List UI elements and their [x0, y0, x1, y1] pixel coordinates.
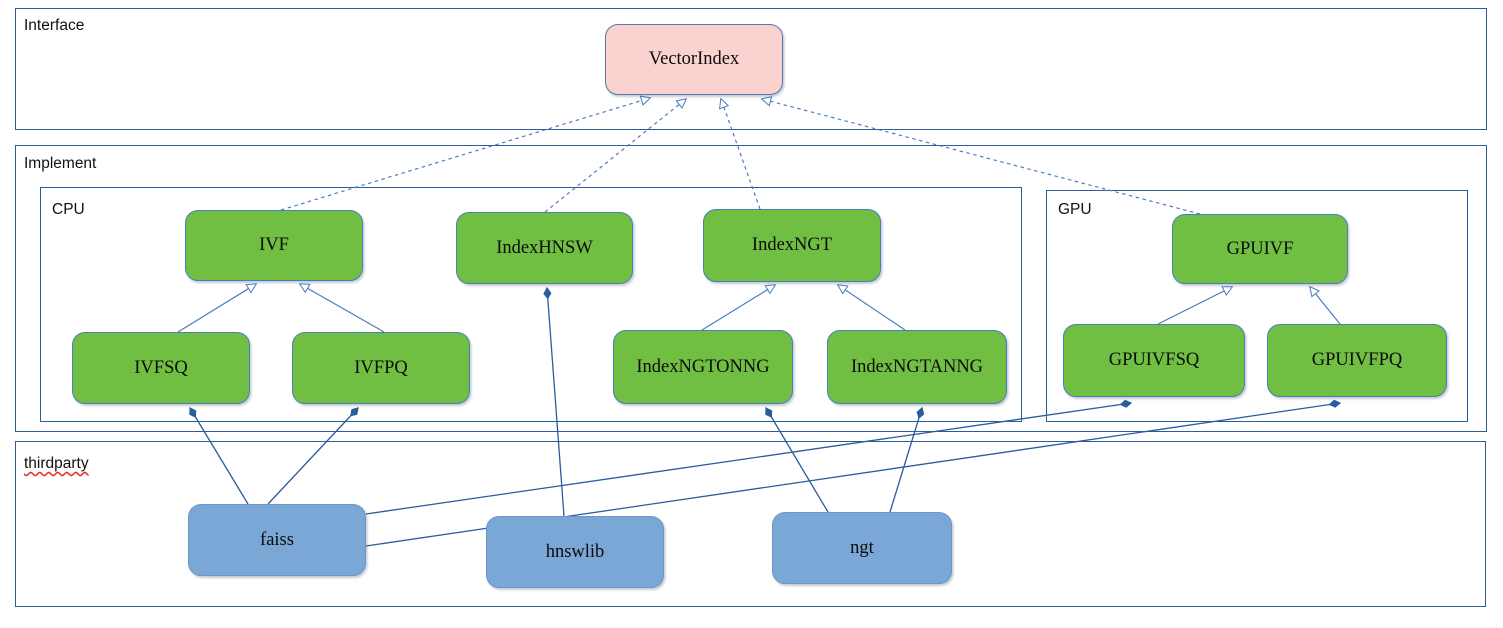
- group-label-interface: Interface: [24, 17, 85, 34]
- group-label-cpu: CPU: [52, 201, 85, 218]
- node-ngt[interactable]: ngt: [772, 512, 952, 584]
- node-label-ngt: ngt: [850, 537, 874, 558]
- node-ivfpq[interactable]: IVFPQ: [292, 332, 470, 404]
- node-faiss[interactable]: faiss: [188, 504, 366, 576]
- node-label-indexhnsw: IndexHNSW: [496, 237, 593, 258]
- node-label-faiss: faiss: [260, 529, 294, 550]
- node-indexngtanng[interactable]: IndexNGTANNG: [827, 330, 1007, 404]
- node-vectorindex[interactable]: VectorIndex: [605, 24, 783, 95]
- node-indexhnsw[interactable]: IndexHNSW: [456, 212, 633, 284]
- node-label-gpuivfsq: GPUIVFSQ: [1108, 350, 1200, 371]
- node-gpuivfsq[interactable]: GPUIVFSQ: [1063, 324, 1245, 397]
- node-ivf[interactable]: IVF: [185, 210, 363, 281]
- node-hnswlib[interactable]: hnswlib: [486, 516, 664, 588]
- node-label-indexngt: IndexNGT: [751, 235, 833, 256]
- node-label-gpuivf: GPUIVF: [1226, 238, 1294, 259]
- group-label-gpu: GPU: [1058, 201, 1092, 218]
- group-label-thirdparty: thirdparty: [24, 455, 89, 472]
- node-indexngtonng[interactable]: IndexNGTONNG: [613, 330, 793, 404]
- node-label-vectorindex: VectorIndex: [648, 49, 740, 70]
- node-label-hnswlib: hnswlib: [545, 541, 605, 562]
- node-gpuivf[interactable]: GPUIVF: [1172, 214, 1348, 284]
- node-gpuivfpq[interactable]: GPUIVFPQ: [1267, 324, 1447, 397]
- node-label-ivfpq: IVFPQ: [354, 357, 408, 378]
- node-ivfsq[interactable]: IVFSQ: [72, 332, 250, 404]
- node-label-indexngtonng: IndexNGTONNG: [636, 356, 770, 377]
- node-label-ivf: IVF: [259, 235, 289, 256]
- node-label-gpuivfpq: GPUIVFPQ: [1311, 350, 1403, 371]
- group-label-implement: Implement: [24, 155, 97, 172]
- node-indexngt[interactable]: IndexNGT: [703, 209, 881, 282]
- node-label-indexngtanng: IndexNGTANNG: [850, 356, 984, 377]
- node-label-ivfsq: IVFSQ: [134, 357, 188, 378]
